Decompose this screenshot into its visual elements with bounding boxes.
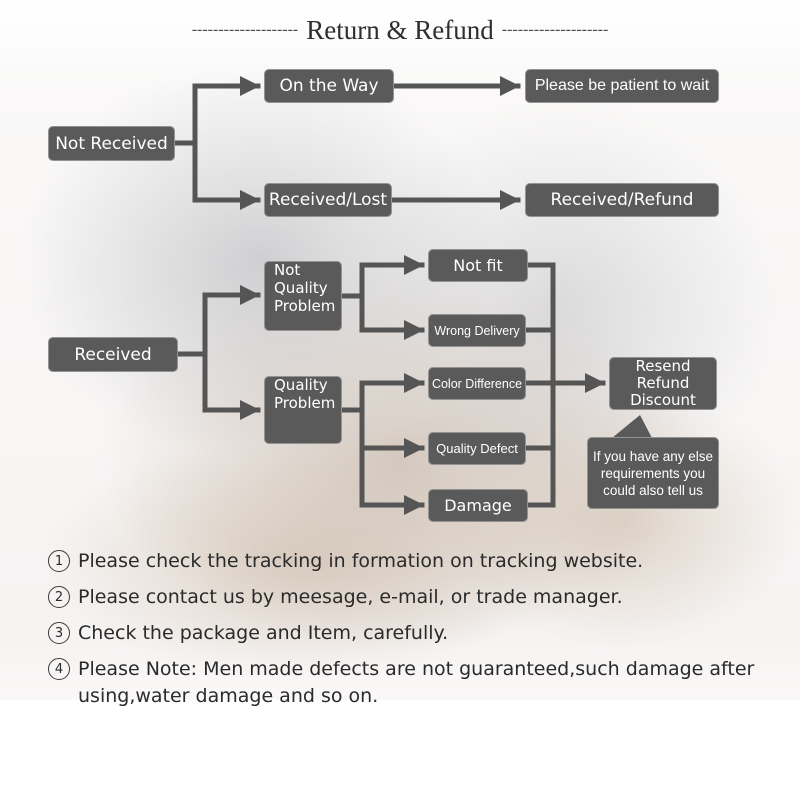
header: -------------------- Return & Refund ---…	[0, 10, 800, 50]
connector-not-received-on-the-way	[172, 76, 261, 146]
node-received-lost: Received/Lost	[264, 183, 392, 217]
node-resolution-discount: Discount	[630, 391, 696, 409]
node-quality-line-2: Problem	[274, 394, 336, 412]
note-number-badge: 2	[48, 586, 70, 608]
callout-extra-requirements: If you have any else requirements you co…	[587, 437, 719, 509]
node-not-quality-line-3: Problem	[274, 297, 336, 315]
node-quality-defect-label: Quality Defect	[436, 441, 518, 456]
title-dash-right: --------------------	[501, 21, 609, 38]
connector-quality-damage	[359, 445, 425, 515]
connector-quality-color	[339, 373, 425, 413]
note-number-badge: 1	[48, 550, 70, 572]
callout-line-1: If you have any else	[592, 448, 714, 464]
node-received-refund-label: Received/Refund	[550, 190, 694, 210]
node-quality-defect: Quality Defect	[428, 432, 526, 465]
note-text: Please Note: Men made defects are not gu…	[78, 658, 755, 707]
node-resolution-refund: Refund	[636, 374, 690, 392]
note-item: 4 Please Note: Men made defects are not …	[48, 656, 768, 710]
node-quality-line-1: Quality	[274, 376, 328, 394]
node-received-lost-label: Received/Lost	[268, 190, 388, 210]
connector-received-not-quality	[175, 285, 261, 357]
note-text: Please contact us by meesage, e-mail, or…	[78, 586, 623, 608]
node-on-the-way-label: On the Way	[279, 76, 379, 96]
node-on-the-way: On the Way	[264, 69, 394, 103]
connector-quality-defect	[359, 407, 425, 458]
note-item: 2 Please contact us by meesage, e-mail, …	[48, 584, 768, 611]
note-item: 3 Check the package and Item, carefully.	[48, 620, 768, 647]
node-damage-label: Damage	[444, 496, 512, 515]
node-wrong-delivery-label: Wrong Delivery	[434, 323, 520, 338]
node-color-difference: Color Difference	[428, 367, 526, 400]
node-quality-problem: Quality Problem	[264, 376, 342, 444]
node-color-difference-label: Color Difference	[431, 376, 523, 391]
node-please-wait-label: Please be patient to wait	[534, 77, 710, 94]
title-dash-left: --------------------	[191, 21, 299, 38]
node-not-quality-line-1: Not	[274, 261, 301, 279]
note-number-badge: 4	[48, 658, 70, 680]
note-text: Check the package and Item, carefully.	[78, 622, 449, 644]
notes-list: 1 Please check the tracking in formation…	[48, 548, 768, 719]
node-wrong-delivery: Wrong Delivery	[428, 314, 526, 347]
node-damage: Damage	[428, 489, 528, 522]
node-not-quality-problem: Not Quality Problem	[264, 261, 342, 331]
node-not-received: Not Received	[48, 126, 175, 161]
callout-pointer	[612, 415, 652, 438]
node-not-received-label: Not Received	[55, 133, 168, 154]
node-resolution: Resend Refund Discount	[609, 357, 717, 410]
page-title: Return & Refund	[306, 14, 494, 45]
note-item: 1 Please check the tracking in formation…	[48, 548, 768, 575]
node-not-fit: Not fit	[428, 249, 528, 282]
callout-line-3: could also tell us	[603, 482, 703, 498]
node-received-refund: Received/Refund	[525, 183, 719, 217]
note-text: Please check the tracking in formation o…	[78, 550, 644, 572]
node-not-fit-label: Not fit	[453, 256, 503, 275]
node-resolution-resend: Resend	[635, 357, 691, 375]
node-received: Received	[48, 337, 178, 372]
connector-received-quality	[202, 351, 261, 420]
connector-not-quality-wrong-delivery	[359, 293, 425, 340]
connector-not-received-received-lost	[192, 140, 261, 210]
note-number-badge: 3	[48, 622, 70, 644]
node-received-label: Received	[74, 344, 152, 365]
node-not-quality-line-2: Quality	[274, 279, 328, 297]
node-please-wait: Please be patient to wait	[525, 69, 719, 103]
connector-not-quality-not-fit	[339, 255, 425, 299]
callout-line-2: requirements you	[600, 465, 706, 481]
